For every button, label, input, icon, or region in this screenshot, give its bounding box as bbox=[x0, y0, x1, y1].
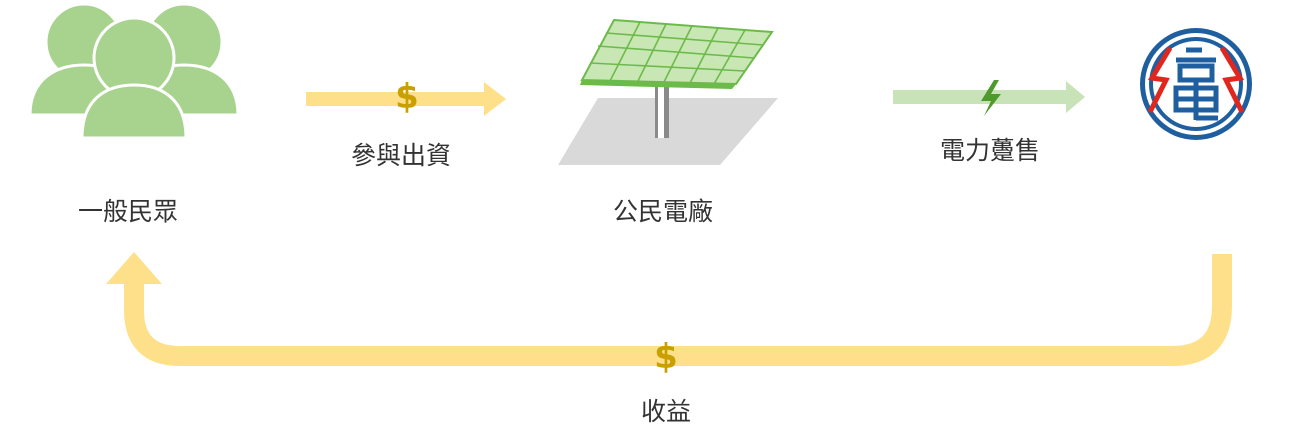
public-label: 一般民眾 bbox=[77, 197, 179, 226]
revenue-arrow bbox=[124, 254, 1232, 366]
revenue-arrowhead bbox=[106, 252, 162, 284]
invest-label: 參與出資 bbox=[350, 141, 452, 170]
solar-panel-icon bbox=[558, 18, 778, 165]
invest-arrow bbox=[306, 82, 506, 116]
taipower-logo bbox=[1140, 28, 1252, 140]
sell-label: 電力躉售 bbox=[939, 136, 1041, 165]
invest-dollar-icon: $ bbox=[395, 77, 419, 117]
plant-label: 公民電廠 bbox=[612, 197, 714, 226]
people-group-icon bbox=[28, 2, 240, 140]
revenue-label: 收益 bbox=[640, 397, 692, 426]
revenue-dollar-icon: $ bbox=[654, 337, 678, 377]
lightning-icon bbox=[981, 80, 1001, 116]
sell-arrow bbox=[893, 81, 1085, 113]
